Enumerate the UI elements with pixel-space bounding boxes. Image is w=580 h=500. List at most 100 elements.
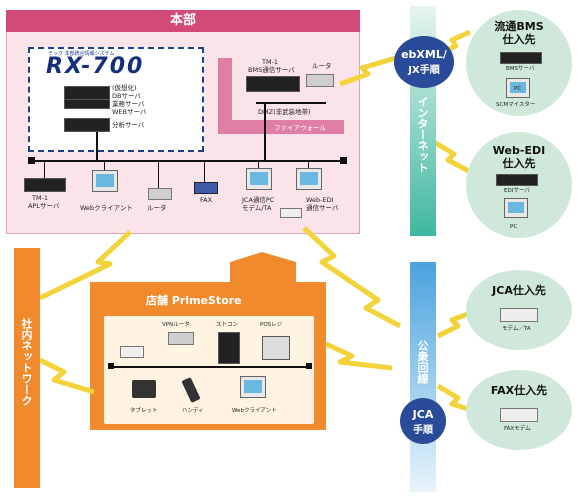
fax-label: FAX	[200, 196, 213, 204]
pos-register-icon	[262, 336, 290, 360]
fax-drop	[204, 162, 205, 182]
edi-supplier-circle: Web-EDI 仕入先 EDIサーバ PC	[466, 132, 572, 238]
pos-register-label: POSレジ	[260, 322, 283, 328]
db-server-label: DBサーバ	[112, 92, 141, 100]
fax-supplier-circle: FAX仕入先 FAXモデム	[466, 370, 572, 450]
store-modem-icon	[120, 346, 144, 358]
analysis-server-label: 分析サーバ	[112, 121, 145, 129]
store-inner-panel	[104, 316, 314, 424]
firewall-bar-vertical	[218, 58, 232, 134]
web-edi-label: Web-EDI	[306, 196, 334, 204]
tm1-apl-label: TM-1	[32, 194, 49, 202]
bms-server-label: BMS通信サーバ	[248, 66, 295, 74]
fax-supplier-modem-icon	[500, 408, 538, 422]
rx700-system-box	[28, 47, 204, 152]
store-computer-label: ストコン	[216, 322, 239, 328]
scm-meister-label: SCMマイスター	[496, 102, 536, 108]
store-lan-terminator-right	[306, 363, 312, 369]
bms-supplier-circle: 流通BMS 仕入先 BMSサーバ PC SCMマイスター	[466, 10, 572, 116]
fax-machine-icon	[194, 182, 218, 194]
lightning-store-to-public	[324, 341, 393, 371]
handy-label: ハンディ	[182, 408, 204, 414]
tablet-icon	[132, 380, 156, 398]
edi-comm-server-label: 通信サーバ	[306, 204, 339, 212]
edi-supplier-pc-icon	[504, 198, 528, 218]
firewall-bar-horizontal	[218, 120, 344, 134]
store-title: 店舗 PrimeStore	[146, 294, 242, 307]
jca-badge-line2: 手順	[413, 425, 433, 436]
lan-terminator-left	[28, 157, 35, 164]
bms-supplier-title-1: 流通BMS	[494, 20, 544, 33]
lightning-public-to-fax	[436, 383, 479, 415]
fax-supplier-device-label: FAXモデム	[504, 426, 531, 432]
hq-router-icon	[148, 188, 172, 200]
tm1-bms-label: TM-1	[262, 58, 279, 66]
lightning-hq-to-public	[302, 226, 402, 329]
web-client-pc-icon	[92, 170, 118, 192]
lightning-public-to-jca	[436, 307, 479, 339]
tablet-label: タブレット	[130, 408, 158, 414]
store-lan-terminator-left	[108, 363, 114, 369]
jca-pc-label: JCA通信PC	[242, 196, 275, 204]
headquarters-title: 本部	[6, 10, 360, 32]
jca-drop	[258, 162, 259, 168]
hq-router-label: ルータ	[147, 204, 167, 212]
apl-server-label: APLサーバ	[28, 202, 60, 210]
internet-label: インターネット	[416, 96, 429, 173]
store-computer-icon	[218, 332, 240, 364]
bms-supplier-server-label: BMSサーバ	[506, 66, 535, 72]
public-line-label: 公衆回線	[416, 340, 429, 384]
jca-pc-icon	[246, 168, 272, 190]
lightning-hq-to-internal	[38, 230, 132, 301]
store-lan-line	[110, 366, 310, 368]
virtualized-label: (仮想化)	[112, 84, 137, 92]
store-web-client-icon	[240, 376, 266, 398]
jca-supplier-circle: JCA仕入先 モデム／TA	[466, 270, 572, 350]
store-web-client-label: Webクライアント	[232, 408, 277, 414]
bms-supplier-title-2: 仕入先	[502, 33, 536, 46]
edi-supplier-title-1: Web-EDI	[492, 144, 546, 157]
modem-ta-label: モデム/TA	[242, 204, 272, 212]
jca-badge: JCA 手順	[400, 398, 446, 444]
dmz-lan-line	[256, 102, 326, 104]
web-client-label: Webクライアント	[80, 204, 133, 212]
ebxml-badge-line2: JX手順	[408, 65, 440, 76]
router-label: ルータ	[312, 62, 332, 70]
rx-lan-drop	[96, 132, 98, 160]
internal-network-band	[14, 248, 40, 488]
bms-supplier-server-icon	[500, 52, 542, 64]
internal-network-label: 社内ネットワーク	[20, 318, 33, 406]
hq-lan-backbone	[28, 160, 346, 162]
vpn-router-icon	[168, 332, 194, 345]
firewall-label: ファイアウォール	[274, 124, 326, 132]
edi-supplier-server-label: EDIサーバ	[504, 188, 530, 194]
jca-supplier-title: JCA仕入先	[492, 284, 546, 297]
business-server-label: 業務サーバ	[112, 100, 145, 108]
jca-supplier-device-label: モデム／TA	[502, 326, 531, 332]
edi-supplier-pc-label: PC	[510, 224, 518, 230]
analysis-server-icon	[64, 118, 110, 132]
apl-server-icon	[24, 178, 66, 192]
lan-terminator-right	[340, 157, 347, 164]
server-rack-icon	[64, 99, 110, 109]
lightning-internet-to-edi	[432, 139, 476, 177]
lightning-internal-to-store	[38, 357, 95, 395]
jca-badge-line1: JCA	[412, 408, 434, 421]
rx700-subtitle: テック 本部統合情報システム	[48, 51, 115, 57]
router-drop	[158, 162, 159, 188]
fax-supplier-title: FAX仕入先	[490, 384, 548, 397]
bms-server-icon	[246, 76, 300, 92]
modem-icon	[280, 208, 302, 218]
web-server-label: WEBサーバ	[112, 108, 147, 116]
vpn-router-label: VPNルータ	[162, 322, 190, 328]
bms-supplier-pc-label: PC	[514, 86, 522, 92]
webedi-drop	[308, 162, 309, 168]
dmz-lan-drop	[264, 104, 266, 160]
ebxml-badge-line1: ebXML/	[401, 48, 447, 61]
router-icon	[306, 74, 334, 87]
public-line-band	[410, 262, 436, 492]
ebxml-badge: ebXML/ JX手順	[394, 36, 454, 88]
jca-supplier-modem-icon	[500, 308, 538, 322]
edi-supplier-server-icon	[496, 174, 538, 186]
bms-supplier-pc-icon	[506, 78, 530, 98]
